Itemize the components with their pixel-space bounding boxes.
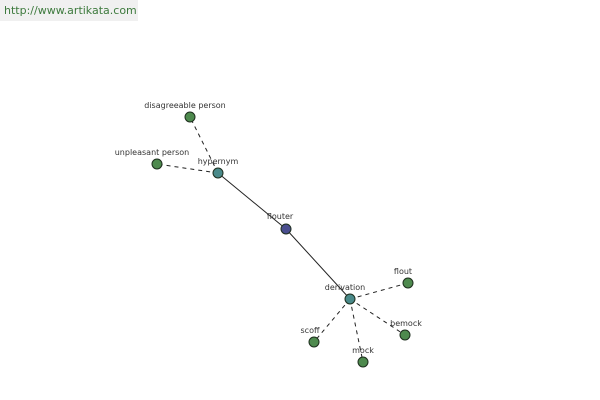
- label-derivation[interactable]: derivation: [325, 283, 365, 292]
- graph-edges: [156, 116, 409, 363]
- node-derivation[interactable]: [344, 293, 356, 305]
- label-flout[interactable]: flout: [394, 267, 412, 276]
- label-disagreeable-person[interactable]: disagreeable person: [144, 101, 226, 110]
- label-scoff[interactable]: scoff: [301, 326, 320, 335]
- edge-derivation-mock: [349, 298, 364, 363]
- label-unpleasant-person[interactable]: unpleasant person: [115, 148, 190, 157]
- edge-hypernym-unpleasant-person: [156, 163, 219, 174]
- node-flouter[interactable]: [280, 223, 292, 235]
- node-disagreeable-person[interactable]: [184, 111, 196, 123]
- edge-flouter-derivation: [285, 228, 351, 300]
- edge-derivation-bemock: [349, 298, 406, 336]
- label-bemock[interactable]: bemock: [390, 319, 422, 328]
- node-bemock[interactable]: [399, 329, 411, 341]
- label-hypernym[interactable]: hypernym: [198, 157, 239, 166]
- edge-hypernym-disagreeable-person: [189, 116, 219, 174]
- node-scoff[interactable]: [308, 336, 320, 348]
- label-mock[interactable]: mock: [352, 346, 374, 355]
- source-link[interactable]: http://www.artikata.com: [0, 0, 138, 21]
- graph-nodes: [151, 111, 414, 368]
- node-flout[interactable]: [402, 277, 414, 289]
- node-unpleasant-person[interactable]: [151, 158, 163, 170]
- node-mock[interactable]: [357, 356, 369, 368]
- node-hypernym[interactable]: [212, 167, 224, 179]
- edge-derivation-flout: [349, 282, 409, 300]
- label-flouter[interactable]: flouter: [267, 212, 294, 221]
- graph-labels: flouter hypernym derivation disagreeable pe…: [115, 101, 422, 355]
- edge-flouter-hypernym: [217, 172, 287, 230]
- edge-derivation-scoff: [313, 298, 351, 343]
